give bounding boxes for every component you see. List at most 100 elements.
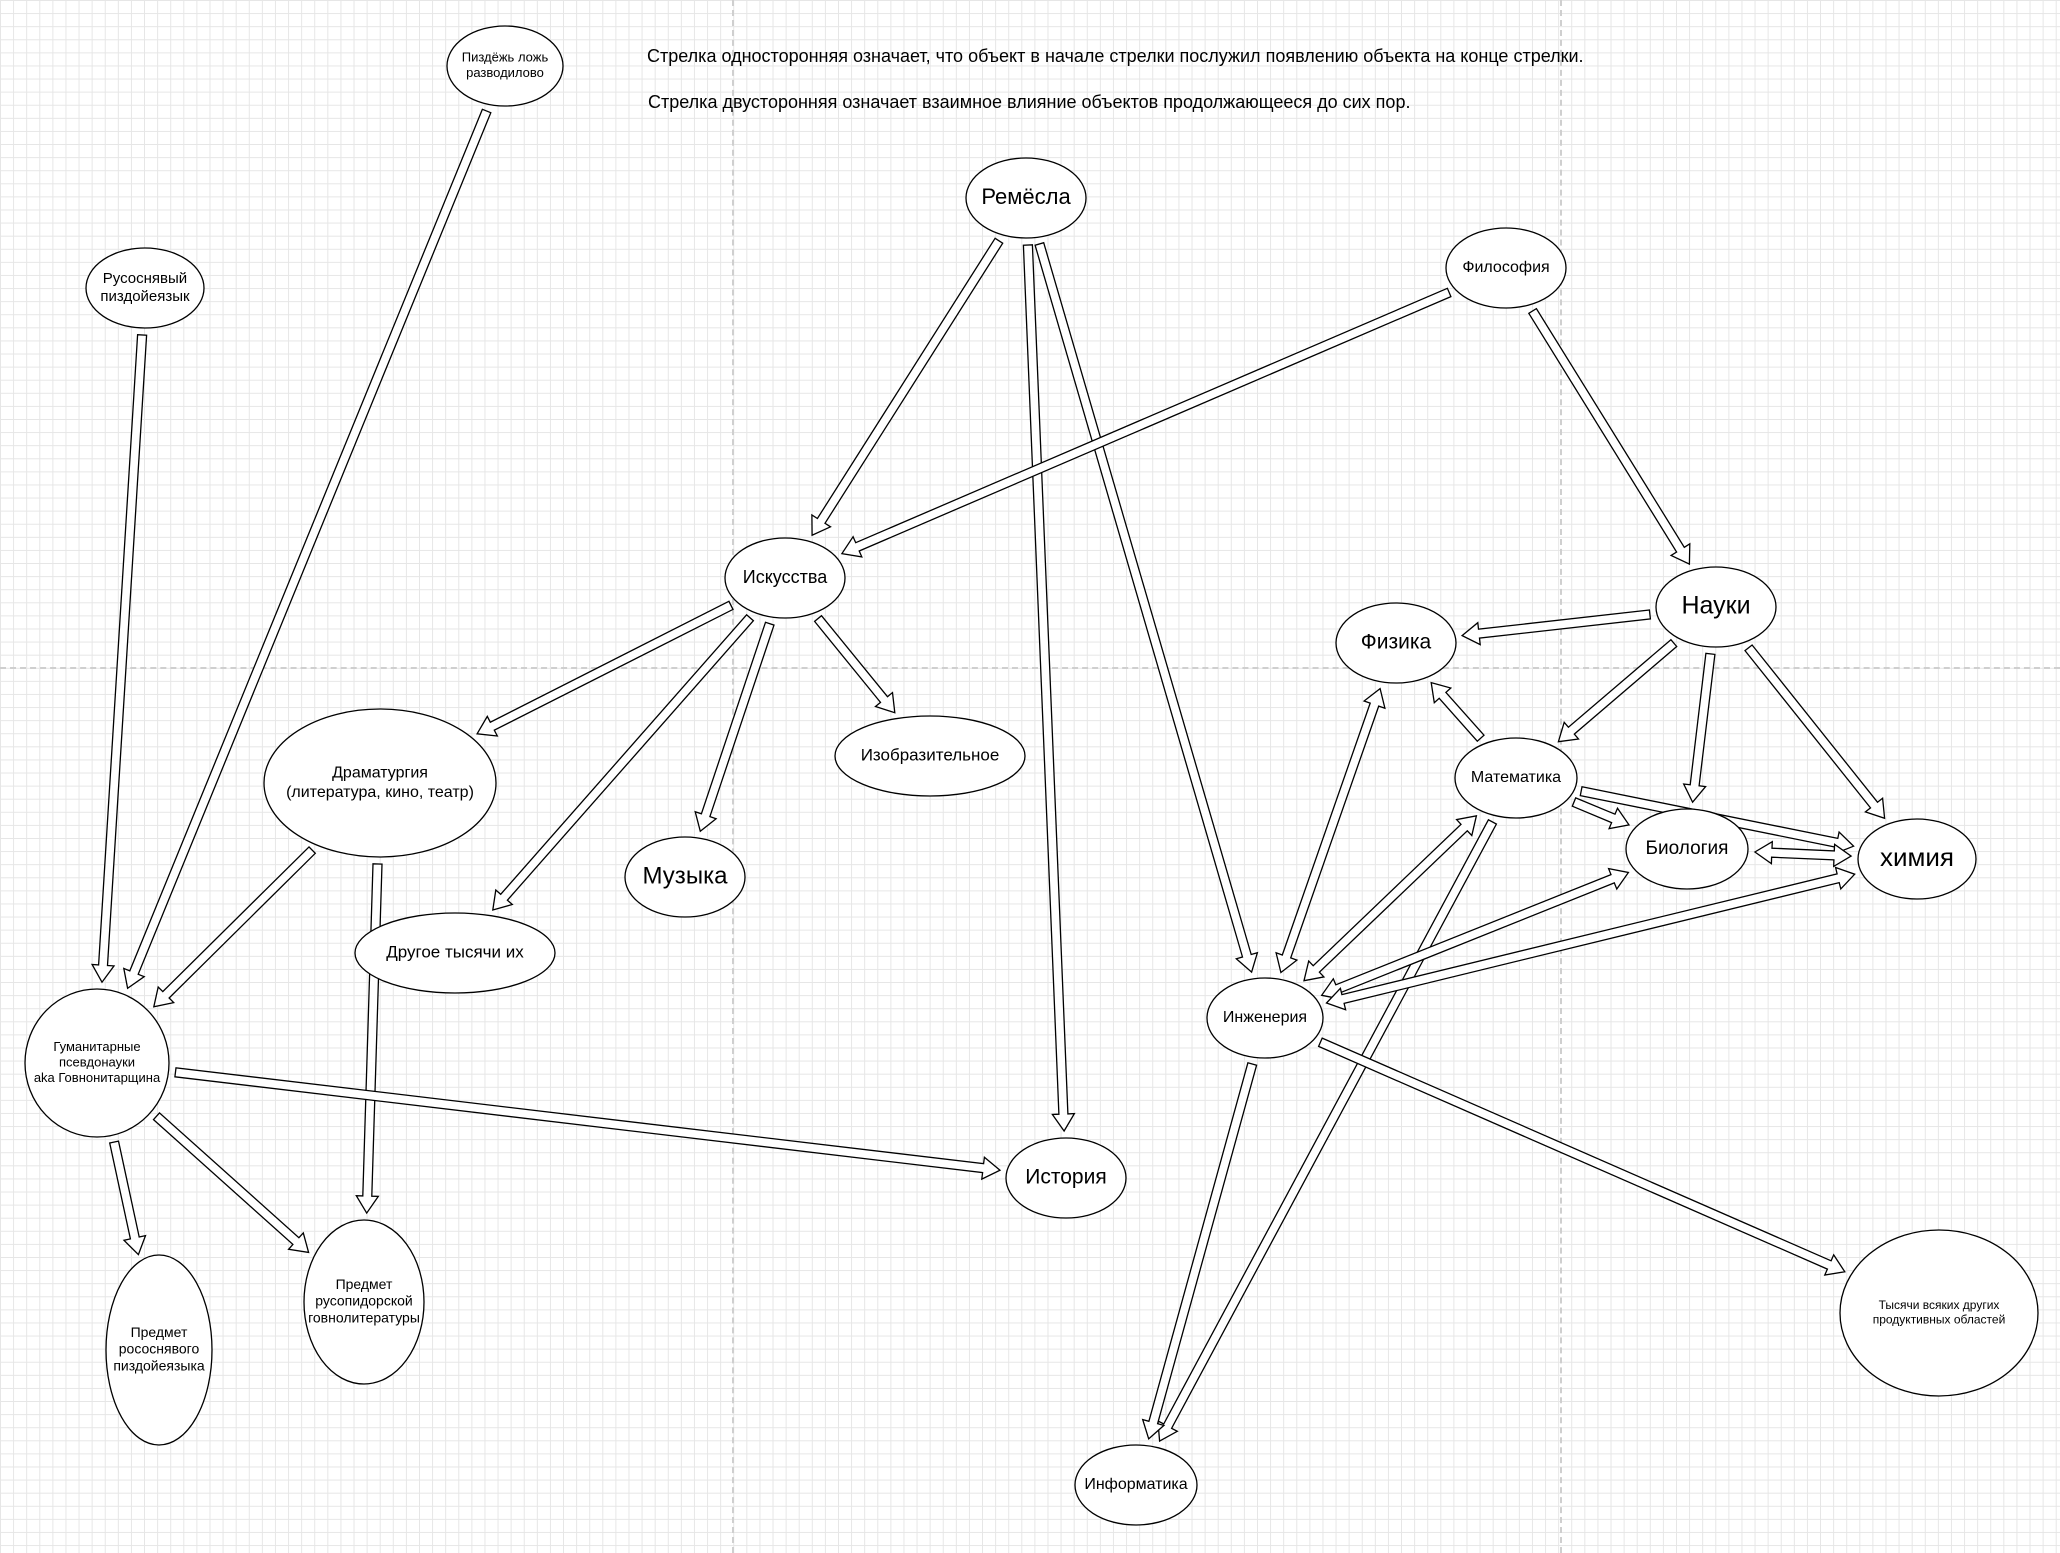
node-label-gumanitarnye: aka Говнонитарщина xyxy=(34,1070,161,1085)
node-drugoe: Другое тысячи их xyxy=(354,912,556,994)
node-ellipse-rusosnyavy xyxy=(85,247,205,329)
node-label-tysyachi: Тысячи всяких других xyxy=(1879,1298,2000,1312)
node-ellipse-drugoe xyxy=(354,912,556,994)
arrow-iskusstva-to-dramaturgiya xyxy=(476,600,734,737)
arrow-inzheneriya-to-fizika xyxy=(1275,687,1386,974)
page-guide-horizontal xyxy=(0,667,2060,669)
node-ellipse-filosofiya xyxy=(1445,227,1567,309)
arrow-remesla-to-istoriya xyxy=(1022,244,1076,1133)
edges-layer xyxy=(90,108,1886,1443)
legend-two-way: Стрелка двусторонняя означает взаимное в… xyxy=(648,92,1411,112)
arrow-nauki-to-matematika xyxy=(1557,638,1678,743)
node-label-predmet_rusopidorskoy: говнолитературы xyxy=(308,1310,420,1326)
node-label-predmet_rososnyavogo: Предмет xyxy=(131,1324,188,1340)
node-ellipse-predmet_rososnyavogo xyxy=(105,1254,213,1446)
arrow-biologiya-to-khimiya xyxy=(1753,840,1853,868)
node-label-pizdezh: Пиздёжь ложь xyxy=(462,50,549,65)
node-label-khimiya: химия xyxy=(1880,842,1954,872)
arrow-dramaturgiya-to-predmet_rusopidorskoy xyxy=(355,863,383,1215)
node-ellipse-matematika xyxy=(1454,737,1578,819)
arrow-gumanitarnye-to-predmet_rusopidorskoy xyxy=(152,1111,310,1254)
node-label-biologiya: Биология xyxy=(1646,838,1729,859)
node-label-inzheneriya: Инженерия xyxy=(1223,1009,1307,1026)
node-ellipse-pizdezh xyxy=(446,25,564,107)
legend-one-way: Стрелка односторонняя означает, что объе… xyxy=(647,46,1584,66)
node-label-rusosnyavy: Русоснявый xyxy=(103,270,187,287)
arrow-filosofiya-to-iskusstva xyxy=(840,287,1452,558)
arrow-filosofiya-to-nauki xyxy=(1527,307,1691,566)
node-ellipse-informatika xyxy=(1074,1444,1198,1526)
node-dramaturgiya: Драматургия (литература, кино, театр) xyxy=(263,708,497,858)
arrow-pizdezh-to-gumanitarnye xyxy=(122,108,492,990)
node-label-tysyachi: продуктивных областей xyxy=(1873,1312,2006,1326)
arrow-rusosnyavy-to-gumanitarnye xyxy=(90,334,148,984)
node-ellipse-istoriya xyxy=(1005,1137,1127,1219)
node-khimiya: химия xyxy=(1857,818,1977,900)
node-matematika: Математика xyxy=(1454,737,1578,819)
node-ellipse-iskusstva xyxy=(724,537,846,619)
node-istoriya: История xyxy=(1005,1137,1127,1219)
node-label-dramaturgiya: (литература, кино, театр) xyxy=(286,784,474,801)
node-label-gumanitarnye: Гуманитарные xyxy=(53,1039,140,1054)
arrow-iskusstva-to-drugoe xyxy=(492,613,755,911)
arrow-inzheneriya-to-tysyachi xyxy=(1317,1037,1846,1276)
node-informatika: Информатика xyxy=(1074,1444,1198,1526)
node-fizika: Физика xyxy=(1335,602,1457,684)
arrow-matematika-to-informatika xyxy=(1157,818,1498,1443)
node-biologiya: Биология xyxy=(1625,808,1749,890)
node-nauki: Науки xyxy=(1655,566,1777,648)
arrow-matematika-to-fizika xyxy=(1430,681,1485,743)
node-label-informatika: Информатика xyxy=(1084,1476,1187,1493)
node-inzheneriya: Инженерия xyxy=(1206,977,1324,1059)
arrow-inzheneriya-to-khimiya xyxy=(1325,866,1856,1011)
node-ellipse-muzyka xyxy=(624,836,746,918)
node-label-filosofiya: Философия xyxy=(1462,259,1549,276)
node-label-izobrazitelnoe: Изобразительное xyxy=(861,745,1000,764)
node-label-nauki: Науки xyxy=(1681,592,1750,620)
page-guide-vertical xyxy=(732,0,734,1553)
arrow-remesla-to-iskusstva xyxy=(811,237,1004,537)
node-label-iskusstva: Искусства xyxy=(743,567,828,587)
node-label-predmet_rososnyavogo: рососнявого xyxy=(119,1341,200,1357)
node-ellipse-tysyachi xyxy=(1839,1229,2039,1397)
arrow-inzheneriya-to-matematika xyxy=(1303,814,1478,982)
node-ellipse-khimiya xyxy=(1857,818,1977,900)
arrow-inzheneriya-to-informatika xyxy=(1141,1062,1258,1441)
arrow-gumanitarnye-to-istoriya xyxy=(174,1067,1002,1181)
node-remesla: Ремёсла xyxy=(965,157,1087,239)
node-label-matematika: Математика xyxy=(1471,769,1561,786)
node-ellipse-izobrazitelnoe xyxy=(834,715,1026,797)
node-label-rusosnyavy: пиздойеязык xyxy=(100,288,190,305)
node-izobrazitelnoe: Изобразительное xyxy=(834,715,1026,797)
node-muzyka: Музыка xyxy=(624,836,746,918)
node-filosofiya: Философия xyxy=(1445,227,1567,309)
node-ellipse-fizika xyxy=(1335,602,1457,684)
node-ellipse-remesla xyxy=(965,157,1087,239)
node-ellipse-nauki xyxy=(1655,566,1777,648)
node-label-remesla: Ремёсла xyxy=(981,184,1071,209)
node-label-istoriya: История xyxy=(1025,1166,1106,1189)
arrow-nauki-to-biologiya xyxy=(1682,652,1716,804)
arrow-nauki-to-khimiya xyxy=(1744,644,1886,820)
node-label-drugoe: Другое тысячи их xyxy=(386,942,524,961)
arrow-matematika-to-biologiya xyxy=(1571,797,1631,830)
node-label-gumanitarnye: псевдонауки xyxy=(59,1054,135,1069)
arrow-inzheneriya-to-biologiya xyxy=(1320,867,1630,1001)
node-ellipse-predmet_rusopidorskoy xyxy=(303,1219,425,1385)
node-label-muzyka: Музыка xyxy=(643,862,729,889)
node-ellipse-gumanitarnye xyxy=(24,988,170,1138)
arrow-remesla-to-inzheneriya xyxy=(1034,241,1259,974)
node-iskusstva: Искусства xyxy=(724,537,846,619)
node-label-predmet_rusopidorskoy: Предмет xyxy=(336,1276,393,1292)
node-label-dramaturgiya: Драматургия xyxy=(332,765,428,782)
arrow-iskusstva-to-muzyka xyxy=(694,621,775,833)
node-label-predmet_rusopidorskoy: русопидорской xyxy=(315,1293,412,1309)
arrow-nauki-to-fizika xyxy=(1460,609,1652,646)
node-label-fizika: Физика xyxy=(1361,631,1432,654)
